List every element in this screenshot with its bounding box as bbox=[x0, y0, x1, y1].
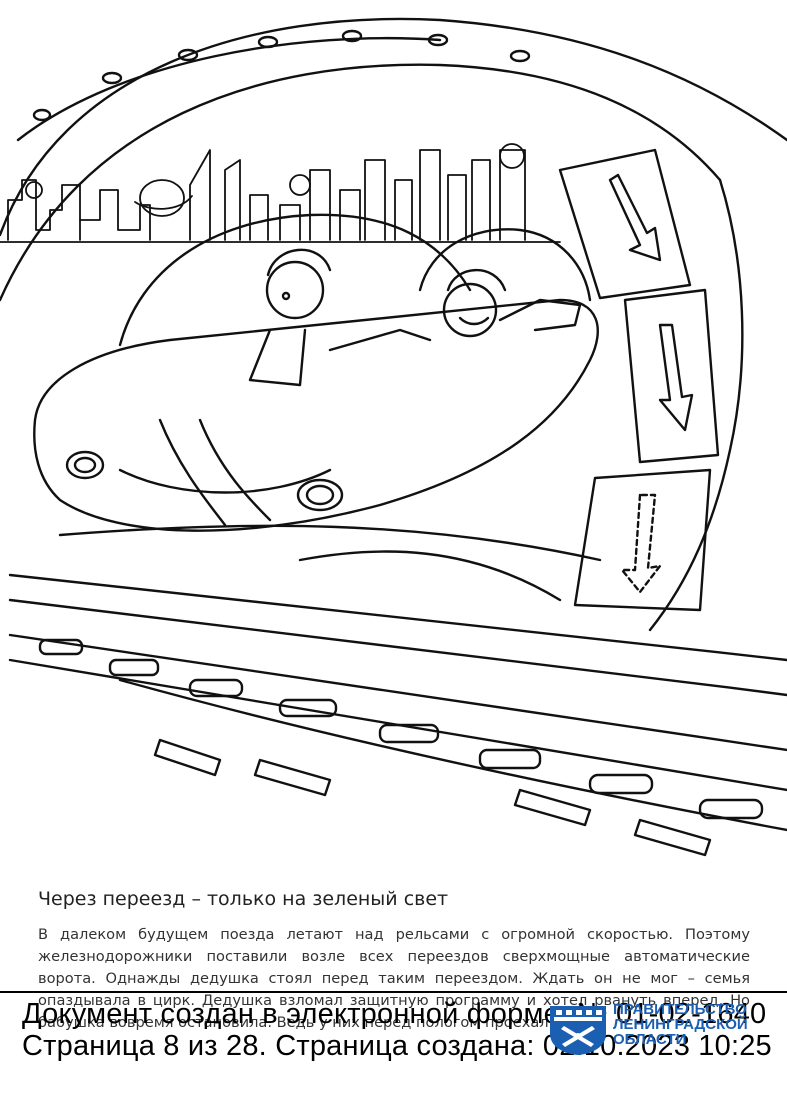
coloring-illustration bbox=[0, 17, 787, 857]
flying-car bbox=[33, 213, 599, 532]
document-stamp-line-2: Страница 8 из 28. Страница создана: 02.1… bbox=[22, 1030, 772, 1062]
signal-panels bbox=[558, 148, 744, 632]
government-logo-line: ЛЕНИНГРАДСКОЙ bbox=[613, 1016, 748, 1033]
document-stamp-line-1: Документ создан в электронной форме. № 0… bbox=[22, 998, 767, 1030]
government-logo-line: ОБЛАСТИ bbox=[613, 1031, 687, 1048]
story-body: В далеком будущем поезда летают над рель… bbox=[38, 924, 750, 1034]
tunnel-ring bbox=[0, 17, 787, 302]
coat-of-arms-icon bbox=[550, 1006, 606, 1055]
story-paragraph: В далеком будущем поезда летают над рель… bbox=[38, 926, 750, 1031]
stamp-divider bbox=[0, 991, 787, 993]
government-logo-text: ПРАВИТЕЛЬСТВО ЛЕНИНГРАДСКОЙ ОБЛАСТИ bbox=[613, 1002, 783, 1047]
city-skyline bbox=[0, 143, 561, 243]
rail-track bbox=[8, 524, 787, 857]
government-logo-line: ПРАВИТЕЛЬСТВО bbox=[613, 1001, 747, 1018]
story-title: Через переезд – только на зеленый свет bbox=[38, 888, 449, 910]
